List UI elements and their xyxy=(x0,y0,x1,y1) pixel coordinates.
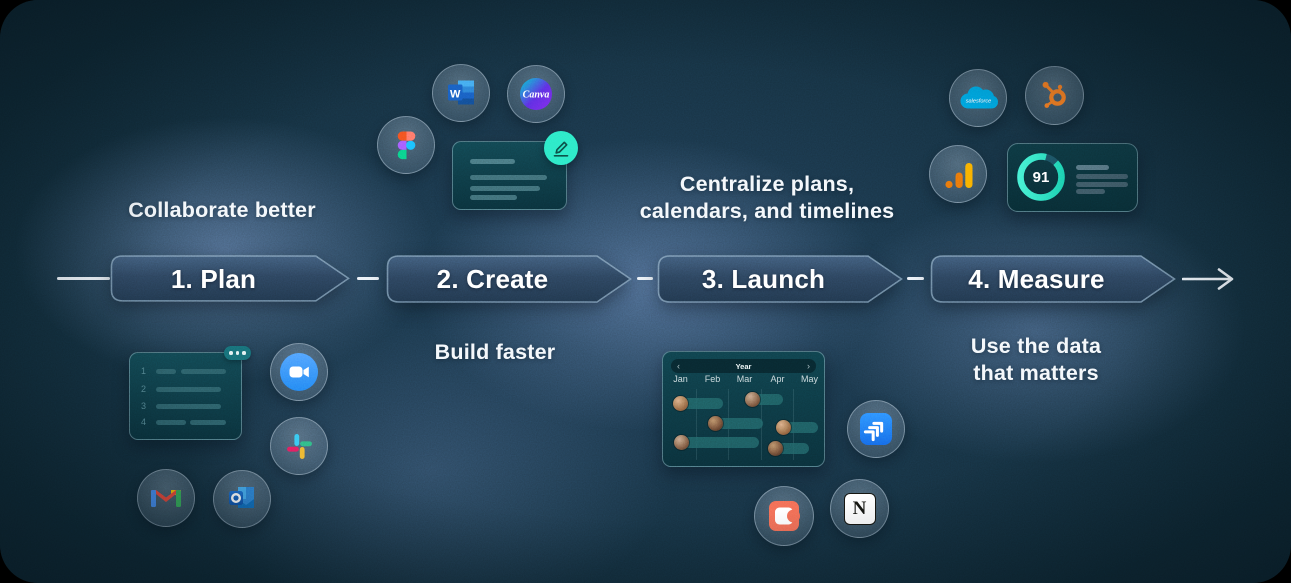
ellipsis-icon xyxy=(235,351,240,355)
avatar xyxy=(776,420,791,435)
flow-end-arrow-icon xyxy=(1182,268,1234,290)
pencil-icon xyxy=(553,141,569,157)
flow-connector xyxy=(637,277,653,280)
calendar-prev-button[interactable]: ‹ xyxy=(677,360,680,371)
stage-banner-plan: 1. Plan xyxy=(110,255,350,303)
app-chip-jira xyxy=(847,400,905,458)
calendar-view-label: Year xyxy=(735,361,752,371)
word-monogram: W xyxy=(450,89,461,101)
ellipsis-icon xyxy=(242,351,246,355)
caption-create: Build faster xyxy=(434,340,556,364)
month-label: Mar xyxy=(736,374,753,384)
app-chip-outlook xyxy=(213,470,271,528)
app-chip-word: W xyxy=(432,64,490,122)
caption-launch-line2: calendars, and timelines xyxy=(639,199,895,223)
placeholder-line xyxy=(470,186,540,191)
placeholder-line xyxy=(1076,174,1128,179)
flow-connector xyxy=(907,277,924,280)
salesforce-icon: salesforce xyxy=(960,86,998,109)
placeholder-line xyxy=(470,175,547,180)
app-chip-coda xyxy=(754,486,814,546)
month-label: Jan xyxy=(673,374,688,384)
ellipsis-icon xyxy=(229,351,233,355)
placeholder-line xyxy=(156,404,221,409)
row-number: 1 xyxy=(141,366,147,376)
stage-label: 3. Launch xyxy=(701,263,826,294)
stage-label: 2. Create xyxy=(436,263,549,294)
placeholder-line xyxy=(1076,165,1109,170)
placeholder-line xyxy=(1076,182,1128,187)
stage-banner-create: 2. Create xyxy=(386,255,632,303)
month-label: Apr xyxy=(770,374,785,384)
app-chip-google-analytics xyxy=(929,145,987,203)
app-chip-zoom xyxy=(270,343,328,401)
timeline-calendar-card: ‹ Year › Jan Feb Mar Apr May xyxy=(662,351,825,467)
app-chip-notion: N xyxy=(830,479,889,538)
notion-icon: N xyxy=(843,492,876,525)
placeholder-line xyxy=(470,159,515,164)
task-list-card: 1 2 3 4 xyxy=(129,352,242,440)
canva-icon: Canva xyxy=(520,78,552,110)
placeholder-line xyxy=(181,369,226,374)
placeholder-line xyxy=(190,420,226,425)
placeholder-line xyxy=(156,369,176,374)
caption-plan: Collaborate better xyxy=(128,198,316,222)
card-menu-button[interactable] xyxy=(224,346,251,360)
row-number: 2 xyxy=(141,384,147,394)
row-number: 3 xyxy=(141,401,147,411)
coda-icon xyxy=(769,501,800,531)
score-card: 91 xyxy=(1007,143,1138,212)
month-label: Feb xyxy=(704,374,721,384)
stage-label: 1. Plan xyxy=(170,263,257,294)
placeholder-line xyxy=(156,387,221,392)
notion-monogram: N xyxy=(852,497,867,519)
slack-icon xyxy=(286,433,312,459)
hubspot-icon xyxy=(1042,81,1066,108)
caption-measure-line2: that matters xyxy=(973,361,1099,385)
caption-measure: Use the data that matters xyxy=(971,333,1101,387)
caption-launch-line1: Centralize plans, xyxy=(679,172,855,196)
app-chip-canva: Canva xyxy=(507,65,565,123)
flow-start-line xyxy=(57,277,110,280)
gmail-icon xyxy=(151,489,181,507)
app-chip-salesforce: salesforce xyxy=(949,69,1007,127)
caption-launch: Centralize plans, calendars, and timelin… xyxy=(640,171,895,225)
app-chip-figma xyxy=(377,116,435,174)
gantt-bar xyxy=(677,437,759,448)
stage-banner-launch: 3. Launch xyxy=(657,255,903,303)
row-number: 4 xyxy=(141,417,147,427)
stage-label: 4. Measure xyxy=(968,263,1105,294)
avatar xyxy=(674,435,689,450)
avatar xyxy=(673,396,688,411)
canva-wordmark: Canva xyxy=(523,90,550,101)
figma-icon xyxy=(397,131,415,159)
month-label: May xyxy=(800,374,818,384)
placeholder-line xyxy=(470,195,517,200)
edit-button[interactable] xyxy=(544,131,578,165)
outlook-icon xyxy=(229,487,254,508)
placeholder-line xyxy=(1076,189,1105,194)
jira-icon xyxy=(860,413,892,445)
google-analytics-icon xyxy=(944,162,972,188)
calendar-header: ‹ Year › xyxy=(671,359,816,373)
flow-connector xyxy=(357,277,379,280)
salesforce-wordmark: salesforce xyxy=(966,99,992,105)
app-chip-hubspot xyxy=(1025,66,1084,125)
avatar xyxy=(745,392,760,407)
avatar xyxy=(708,416,723,431)
app-chip-slack xyxy=(270,417,328,475)
avatar xyxy=(768,441,783,456)
calendar-next-button[interactable]: › xyxy=(806,360,810,371)
placeholder-line xyxy=(156,420,186,425)
zoom-icon xyxy=(280,353,318,391)
word-icon: W xyxy=(448,80,474,105)
stage-banner-measure: 4. Measure xyxy=(930,255,1176,303)
caption-measure-line1: Use the data xyxy=(970,334,1102,358)
app-chip-gmail xyxy=(137,469,195,527)
score-value: 91 xyxy=(1032,168,1050,186)
